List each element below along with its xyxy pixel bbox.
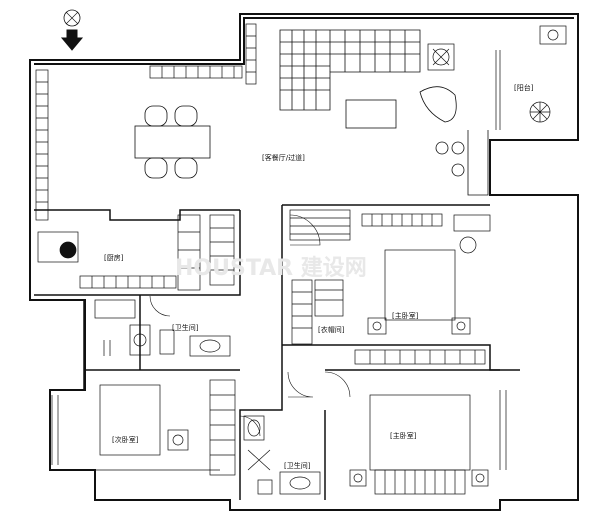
left-cabinet — [35, 69, 49, 221]
room-label-kitchen: [厨房] — [104, 253, 124, 262]
bar-counter — [435, 130, 489, 196]
master-furniture — [349, 390, 507, 495]
kitchen-fixtures — [37, 214, 235, 291]
watermark: HOUSTAR 建设网 — [175, 256, 367, 281]
balcony-fixtures — [495, 25, 567, 130]
coffee-table — [345, 99, 397, 129]
wardrobe — [289, 209, 351, 345]
room-label-living: [客餐厅/过道] — [262, 153, 305, 162]
room-label-bath1: [卫生间] — [172, 323, 199, 332]
central-walls — [85, 204, 520, 500]
top-cabinet — [149, 23, 257, 85]
room-label-master: [主卧室] — [390, 431, 417, 440]
kitchen-walls — [34, 209, 241, 390]
outer-walls — [29, 13, 579, 511]
dining-table — [134, 105, 211, 179]
room-label-balcony: [阳台] — [514, 83, 534, 92]
bedroom3-furniture — [51, 379, 236, 476]
bathroom2-fixtures — [243, 415, 321, 495]
bedroom2-furniture — [354, 213, 491, 365]
bathroom1-fixtures — [94, 299, 231, 357]
compass-icon — [60, 9, 84, 51]
armchair — [419, 86, 457, 123]
room-label-bedroom2: [主卧室] — [392, 311, 419, 320]
room-label-bedroom3: [次卧室] — [112, 435, 139, 444]
room-label-wardrobe: [衣帽间] — [318, 325, 345, 334]
lamp-icon — [427, 43, 455, 71]
sofa — [279, 29, 421, 111]
room-label-bath2: [卫生间] — [284, 461, 311, 470]
doors — [149, 214, 351, 437]
